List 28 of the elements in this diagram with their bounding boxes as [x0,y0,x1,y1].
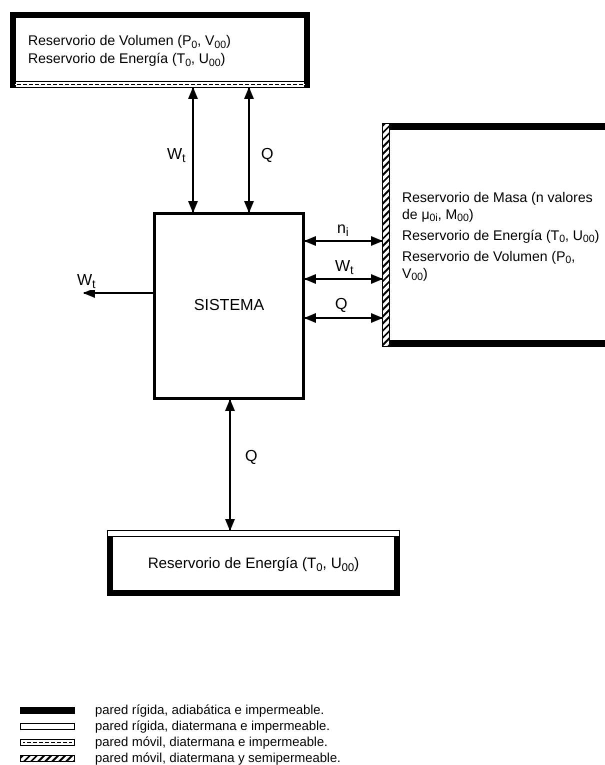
node-text: Reservorio de Energía (T$_{0}$, U$_{00}$) [148,554,360,576]
reservoir-box [10,12,310,88]
node-text: Reservorio de Energía (T$_{0}$, U$_{00}$) [402,226,600,244]
double-arrow [304,313,383,323]
node-text: SISTEMA [194,296,264,316]
edge-label: W$_{t}$ [76,272,96,290]
legend-text: pared rígida, adiabática e impermeable. [95,701,324,720]
system-box [153,212,305,400]
legend-text: pared móvil, diatermana e impermeable. [95,733,328,752]
legend-text: pared móvil, diatermana y semipermeable. [95,749,341,765]
double-arrow [188,87,198,213]
edge-label: W$_{t}$ [334,258,354,276]
reservoir-box [382,123,605,347]
edge-label: W$_{t}$ [166,146,186,164]
node-text: Reservorio de Masa (n valores de μ$_{0i}$, M$_{00}$) [402,188,594,222]
edge-label: Q [260,146,274,164]
double-arrow [304,236,383,246]
edge-label: Q [334,296,348,314]
double-arrow [244,87,254,213]
node-text: Reservorio de Volumen (P$_{0}$, V$_{00}$) [28,31,232,49]
double-arrow [304,274,383,284]
node-text: Reservorio de Energía (T$_{0}$, U$_{00}$) [28,49,226,67]
double-arrow [83,288,153,298]
legend-text: pared rígida, diatermana e impermeable. [95,717,330,736]
reservoir-box [107,530,400,596]
node-text: Reservorio de Volumen (P$_{0}$, V$_{00}$) [402,248,576,282]
edge-label: Q [244,448,258,466]
double-arrow [225,399,235,531]
